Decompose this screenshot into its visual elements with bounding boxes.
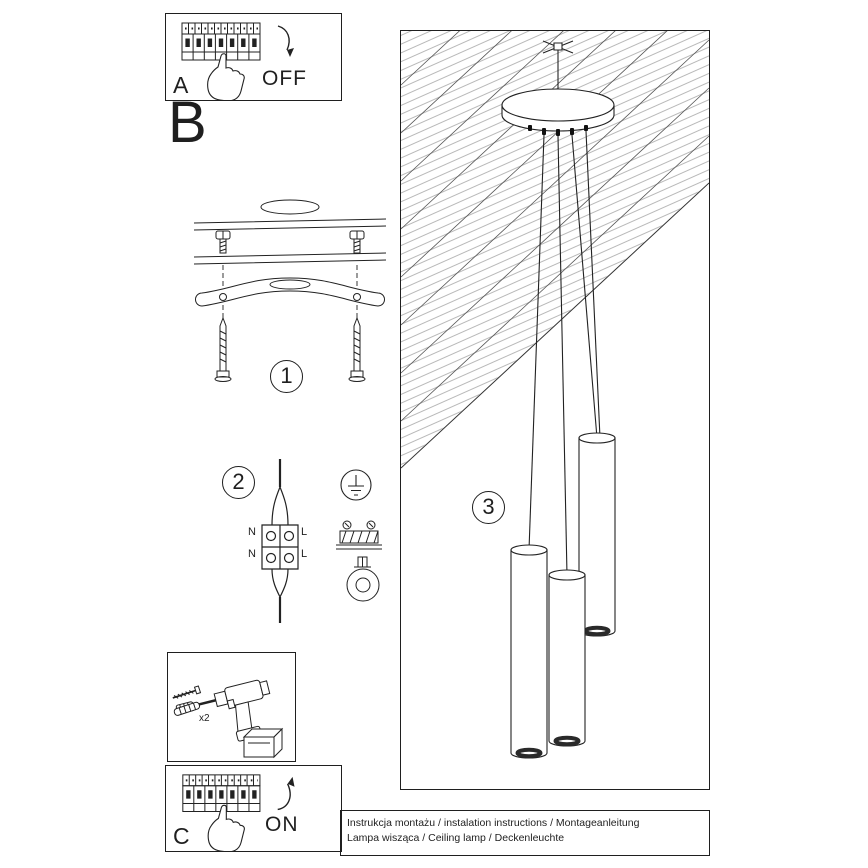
wire-label-l-bottom: L [301, 548, 308, 560]
anchor-box-icon [244, 729, 282, 757]
footer-line-2: Lampa wisząca / Ceiling lamp / Deckenleu… [347, 832, 565, 844]
hand-icon [208, 805, 244, 851]
supply-cable [272, 459, 288, 623]
arrow-up-icon [278, 776, 295, 810]
footer-line-1: Instrukcja montażu / instalation instruc… [347, 817, 640, 829]
footer: Instrukcja montażu / instalation instruc… [340, 810, 710, 856]
canopy [502, 89, 614, 131]
ceiling-anchor-icon [543, 41, 573, 89]
long-screw-left [215, 318, 231, 382]
wiring-illustration [230, 455, 390, 627]
panel-c-label: C [173, 823, 190, 849]
wire-label-l-top: L [301, 526, 308, 538]
assembled-lamp-panel [400, 30, 710, 790]
terminal-block-icon [262, 525, 298, 569]
cable-glands [528, 125, 588, 136]
mounting-bracket-icon [196, 278, 385, 306]
panel-b-label: B [168, 90, 207, 155]
panel-power-on: ON C [165, 765, 342, 852]
step-2-badge: 2 [222, 466, 255, 499]
ceiling-edge [401, 183, 709, 468]
breaker-on-illustration [166, 766, 295, 851]
long-screw-right [349, 318, 365, 382]
shade-middle [549, 570, 585, 746]
circuit-breaker-icon [182, 23, 260, 60]
drill-illustration [168, 653, 295, 761]
screw-icon [172, 686, 201, 701]
shade-left [511, 545, 547, 758]
drill-panel: x2 [167, 652, 296, 762]
off-label: OFF [262, 67, 307, 90]
panel-power-off: OFF A [165, 13, 342, 101]
shade-right [579, 433, 615, 636]
earth-symbol-icon [341, 470, 371, 500]
step-3-badge: 3 [472, 491, 505, 524]
wire-label-n-bottom: N [248, 548, 256, 560]
arrow-down-icon [278, 26, 294, 57]
wire-label-n-top: N [248, 526, 256, 538]
mounting-bracket-illustration [190, 195, 390, 395]
cable-clamp-icon [336, 521, 382, 549]
ceiling-plate-lines [194, 219, 386, 264]
breaker-off-illustration [166, 14, 294, 100]
anchor-count-label: x2 [199, 713, 210, 724]
panel-a-label: A [173, 72, 189, 98]
on-label: ON [265, 813, 299, 836]
pendant-lamp-illustration [401, 31, 709, 789]
mount-screw-right [350, 231, 364, 253]
step-1-badge: 1 [270, 360, 303, 393]
wall-plug-icon [173, 701, 200, 716]
mount-screw-left [216, 231, 230, 253]
circuit-breaker-icon [183, 775, 260, 812]
suspension-cables [529, 131, 600, 575]
ceiling-hole-icon [261, 200, 319, 214]
strain-relief-icon [347, 557, 379, 601]
hand-icon [208, 54, 245, 100]
pendant-shades [511, 433, 615, 758]
